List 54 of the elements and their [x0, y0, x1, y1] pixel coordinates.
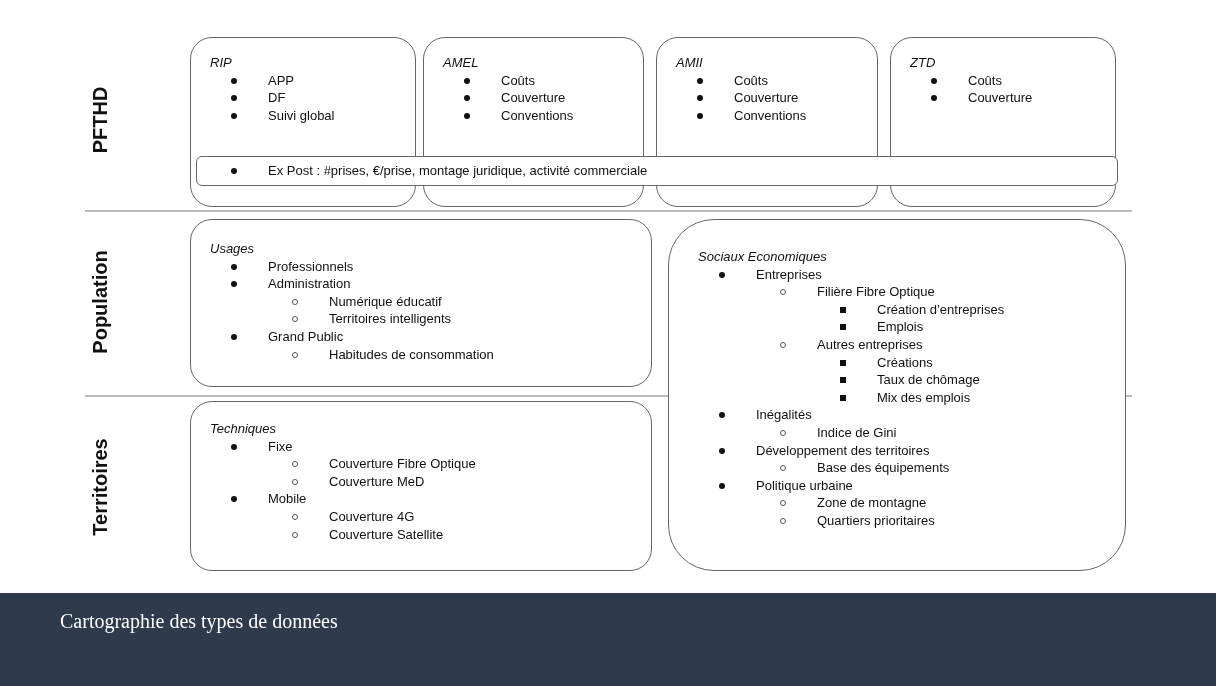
list-item: DF: [268, 89, 286, 107]
category-box: [190, 401, 652, 571]
note-bar: [196, 156, 1118, 186]
list-item: Conventions: [501, 106, 574, 125]
list-item: Couverture Satellite: [329, 525, 444, 544]
list-item: Autres entreprises: [817, 335, 923, 354]
list-item: Territoires intelligents: [329, 310, 452, 328]
list-item: Filière Fibre Optique: [817, 283, 935, 301]
list-item: Développement des territoires: [756, 441, 930, 460]
list-item: Zone de montagne: [817, 494, 927, 512]
list-item: APP: [268, 71, 294, 90]
list-item: Mix des emplois: [877, 388, 971, 407]
list-item: Conventions: [734, 106, 807, 125]
list-item: Indice de Gini: [817, 423, 897, 442]
row-label: Population: [88, 250, 112, 354]
box-heading: Techniques: [210, 420, 276, 438]
list-item: Taux de chômage: [877, 371, 980, 389]
slide-title: Cartographie des types de données: [60, 609, 338, 633]
list-item: Administration: [268, 275, 351, 293]
list-item: Politique urbaine: [756, 476, 853, 495]
box-heading: AMII: [676, 54, 703, 72]
box-heading: Usages: [210, 240, 255, 258]
list-item: Numérique éducatif: [329, 292, 442, 311]
list-item: Quartiers prioritaires: [817, 511, 935, 530]
list-item: Emplois: [877, 318, 924, 336]
list-item: Couverture: [734, 89, 799, 107]
row-label: PFTHD: [88, 86, 112, 154]
list-item: Base des équipements: [817, 459, 950, 477]
list-item: Créations: [877, 353, 933, 372]
list-item: Inégalités: [756, 406, 812, 424]
list-item: Coûts: [734, 71, 768, 90]
list-item: Mobile: [268, 490, 307, 508]
box-heading: ZTD: [910, 54, 936, 72]
category-box: [190, 219, 652, 387]
box-heading: AMEL: [443, 54, 479, 72]
list-item: Fixe: [268, 437, 293, 456]
list-item: Couverture 4G: [329, 507, 415, 526]
box-heading: Sociaux Economiques: [698, 248, 827, 266]
list-item: Professionnels: [268, 257, 354, 276]
list-item: Création d’entreprises: [877, 300, 1005, 319]
category-box: [668, 219, 1126, 571]
list-item: Grand Public: [268, 327, 344, 346]
list-item: Ex Post : #prises, €/prise, montage juridique, activité commerciale: [268, 162, 648, 180]
list-item: Couverture Fibre Optique: [329, 455, 476, 473]
list-item: Coûts: [501, 71, 535, 90]
list-item: Coûts: [968, 71, 1002, 90]
box-heading: RIP: [210, 54, 232, 72]
list-item: Suivi global: [268, 106, 335, 125]
list-item: Couverture: [968, 89, 1033, 107]
list-item: Couverture: [501, 89, 566, 107]
list-item: Habitudes de consommation: [329, 345, 494, 364]
list-item: Entreprises: [756, 265, 822, 284]
row-label: Territoires: [88, 438, 112, 536]
list-item: Couverture MeD: [329, 472, 425, 491]
